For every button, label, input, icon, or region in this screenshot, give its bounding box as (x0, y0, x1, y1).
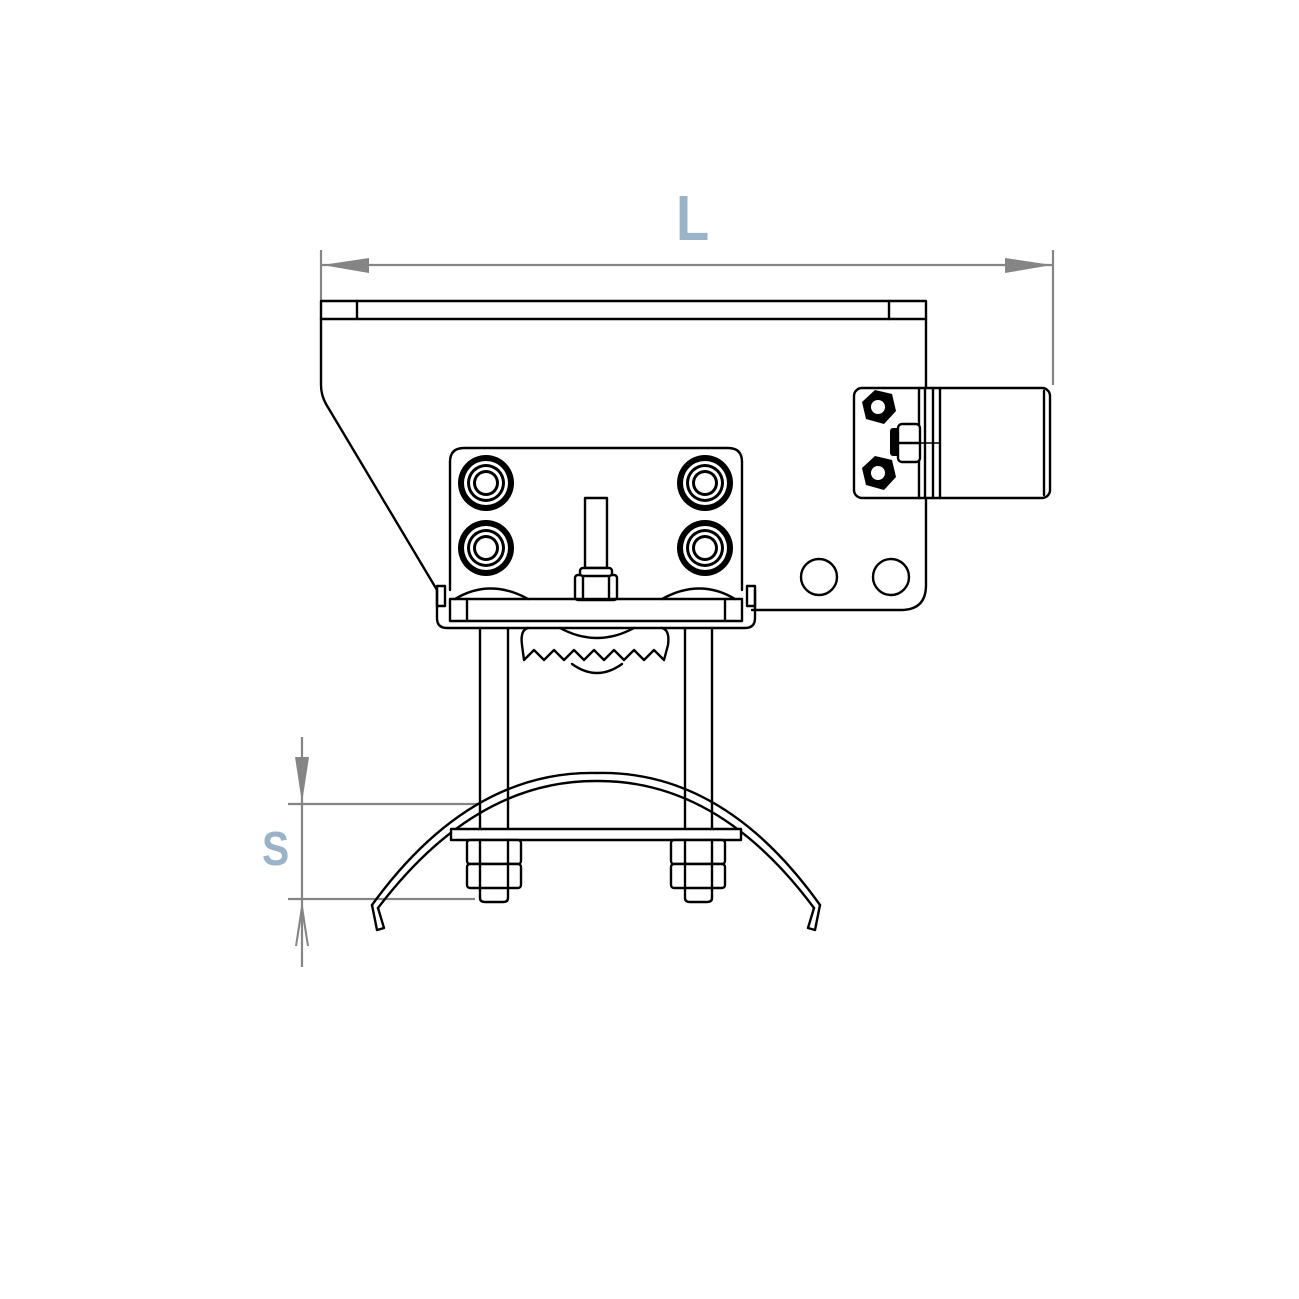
stud-nut-icon (458, 520, 514, 576)
threaded-rods (478, 626, 714, 830)
bracket-body (319, 299, 928, 612)
pipe-section (370, 771, 822, 932)
mounting-hole (799, 557, 839, 597)
lower-clamp-bar (449, 827, 743, 904)
dimension-s (288, 737, 480, 967)
mounting-hole (871, 557, 911, 597)
channel-bar (435, 584, 757, 630)
stud-nut-icon (458, 455, 514, 511)
dimension-label-s: S (262, 823, 290, 876)
dimension-label-l: L (676, 182, 710, 254)
stud-nut-icon (677, 520, 733, 576)
stud-nut-icon (677, 455, 733, 511)
side-clamp-block (852, 386, 1052, 500)
mounting-plate (448, 446, 744, 602)
serrated-jaw (520, 626, 670, 675)
center-bolt (583, 496, 609, 570)
dimension-l (319, 250, 1055, 385)
